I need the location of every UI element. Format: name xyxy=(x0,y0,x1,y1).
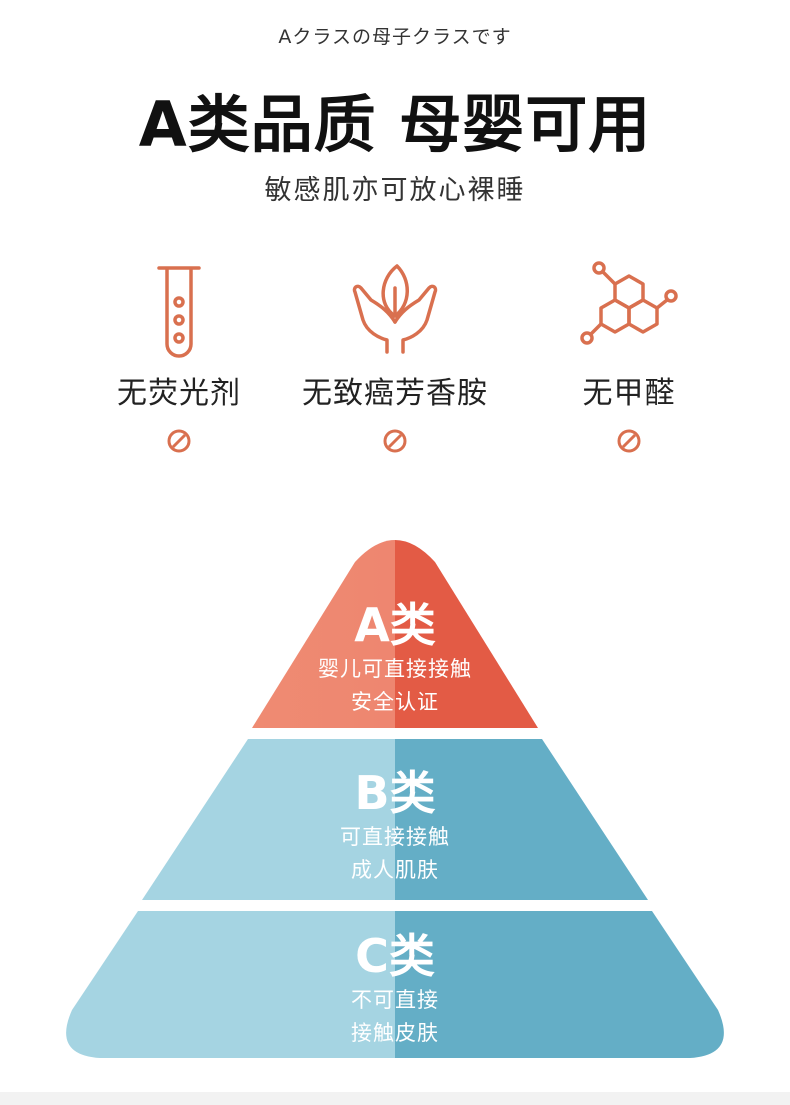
tier-a-shape xyxy=(252,540,538,728)
tier-description: 婴儿可直接接触 xyxy=(318,657,472,681)
tier-title: A类 xyxy=(354,598,436,652)
feature-label: 无荧光剂 xyxy=(117,376,241,411)
page-headline: A类品质 母婴可用 xyxy=(138,88,652,161)
tier-title: C类 xyxy=(355,929,435,983)
tier-description: 安全认证 xyxy=(351,690,439,714)
tier-b: B类 可直接接触 成人肌肤 xyxy=(0,765,790,887)
prohibited-icon xyxy=(383,429,407,453)
tier-description: 成人肌肤 xyxy=(351,858,439,882)
molecule-icon xyxy=(580,261,678,345)
japanese-subtitle: Aクラスの母子クラスです xyxy=(278,26,512,48)
test-tube-icon xyxy=(157,266,201,358)
tier-title: B类 xyxy=(354,766,436,820)
tier-description: 不可直接 xyxy=(351,988,439,1012)
tier-description: 接触皮肤 xyxy=(351,1021,439,1045)
hands-leaf-icon xyxy=(352,264,438,354)
feature-label: 无致癌芳香胺 xyxy=(302,376,488,411)
prohibited-icon xyxy=(167,429,191,453)
tagline: 敏感肌亦可放心裸睡 xyxy=(264,175,526,206)
tier-c: C类 不可直接 接触皮肤 xyxy=(0,928,790,1050)
tier-c-shape xyxy=(66,911,724,1058)
feature-label: 无甲醛 xyxy=(582,376,676,411)
prohibited-icon xyxy=(617,429,641,453)
feature-no-formaldehyde: 无甲醛 xyxy=(519,258,739,454)
feature-no-carcinogenic-amine: 无致癌芳香胺 xyxy=(285,258,505,454)
tier-description: 可直接接触 xyxy=(340,825,450,849)
quality-pyramid xyxy=(66,540,724,1058)
bottom-divider xyxy=(0,1092,790,1105)
feature-no-fluorescent: 无荧光剂 xyxy=(69,258,289,454)
tier-b-shape xyxy=(142,739,648,900)
tier-a: A类 婴儿可直接接触 安全认证 xyxy=(0,597,790,719)
